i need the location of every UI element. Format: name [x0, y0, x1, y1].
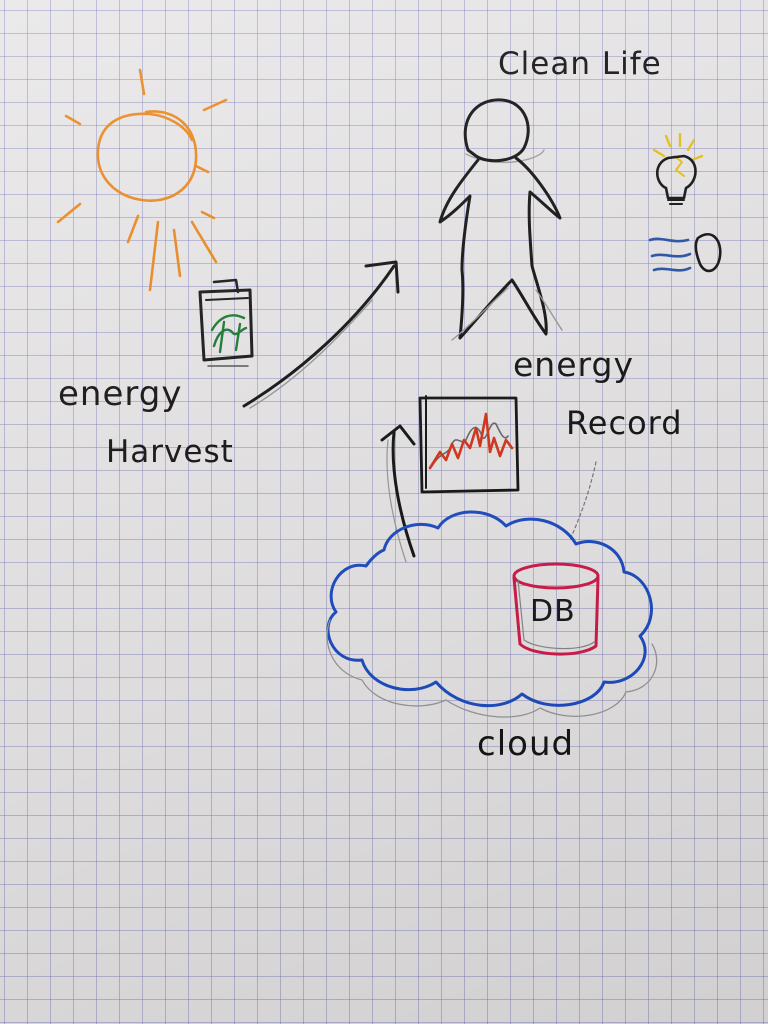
chart-icon — [418, 395, 520, 494]
database-icon — [512, 562, 600, 656]
energy-harvest-label-line1: energy — [58, 374, 183, 414]
database-label: DB — [530, 594, 576, 629]
energy-record-label-line2: Record — [566, 404, 683, 442]
harvest-arrow — [242, 260, 400, 409]
clean-life-label: Clean Life — [498, 46, 662, 82]
wind-icon — [648, 233, 722, 273]
record-pointer-line — [569, 461, 597, 541]
sun-icon — [56, 68, 228, 292]
battery-icon — [198, 278, 254, 367]
energy-record-label-line1: energy — [513, 345, 634, 384]
cloud-to-chart-arrow — [380, 424, 416, 563]
light-bulb-icon — [652, 132, 704, 205]
cloud-label: cloud — [477, 724, 575, 764]
person-icon — [438, 98, 563, 341]
cloud-icon — [326, 510, 658, 718]
energy-harvest-label-line2: Harvest — [106, 434, 234, 470]
